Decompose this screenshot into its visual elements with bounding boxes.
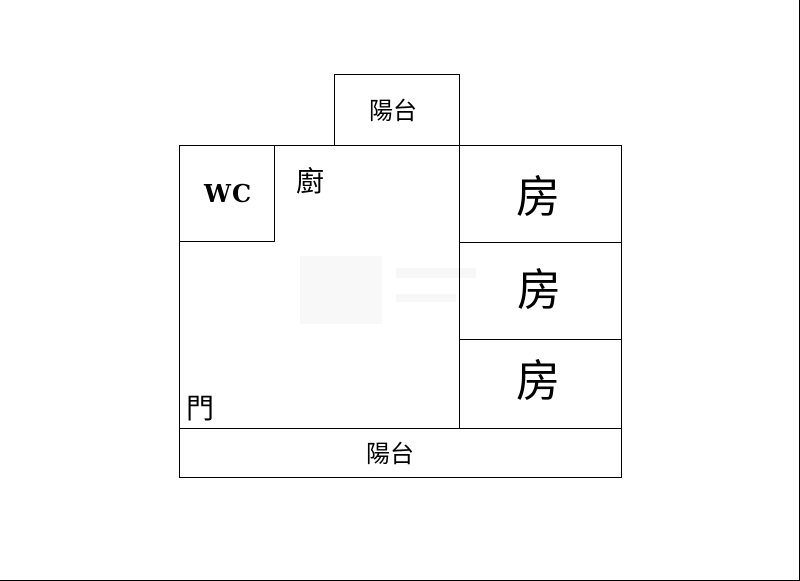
kitchen-label: 廚	[296, 165, 325, 198]
bedroom-1-label: 房	[516, 172, 560, 223]
balcony-top-label: 陽台	[369, 97, 417, 125]
bedroom-2-label: 房	[517, 265, 561, 316]
wc-label: WC	[204, 179, 253, 208]
wc-room	[179, 145, 275, 242]
door-label: 門	[186, 392, 215, 425]
balcony-bottom	[179, 428, 622, 478]
balcony-bottom-label: 陽台	[366, 440, 414, 468]
bedroom-3-label: 房	[516, 356, 560, 407]
